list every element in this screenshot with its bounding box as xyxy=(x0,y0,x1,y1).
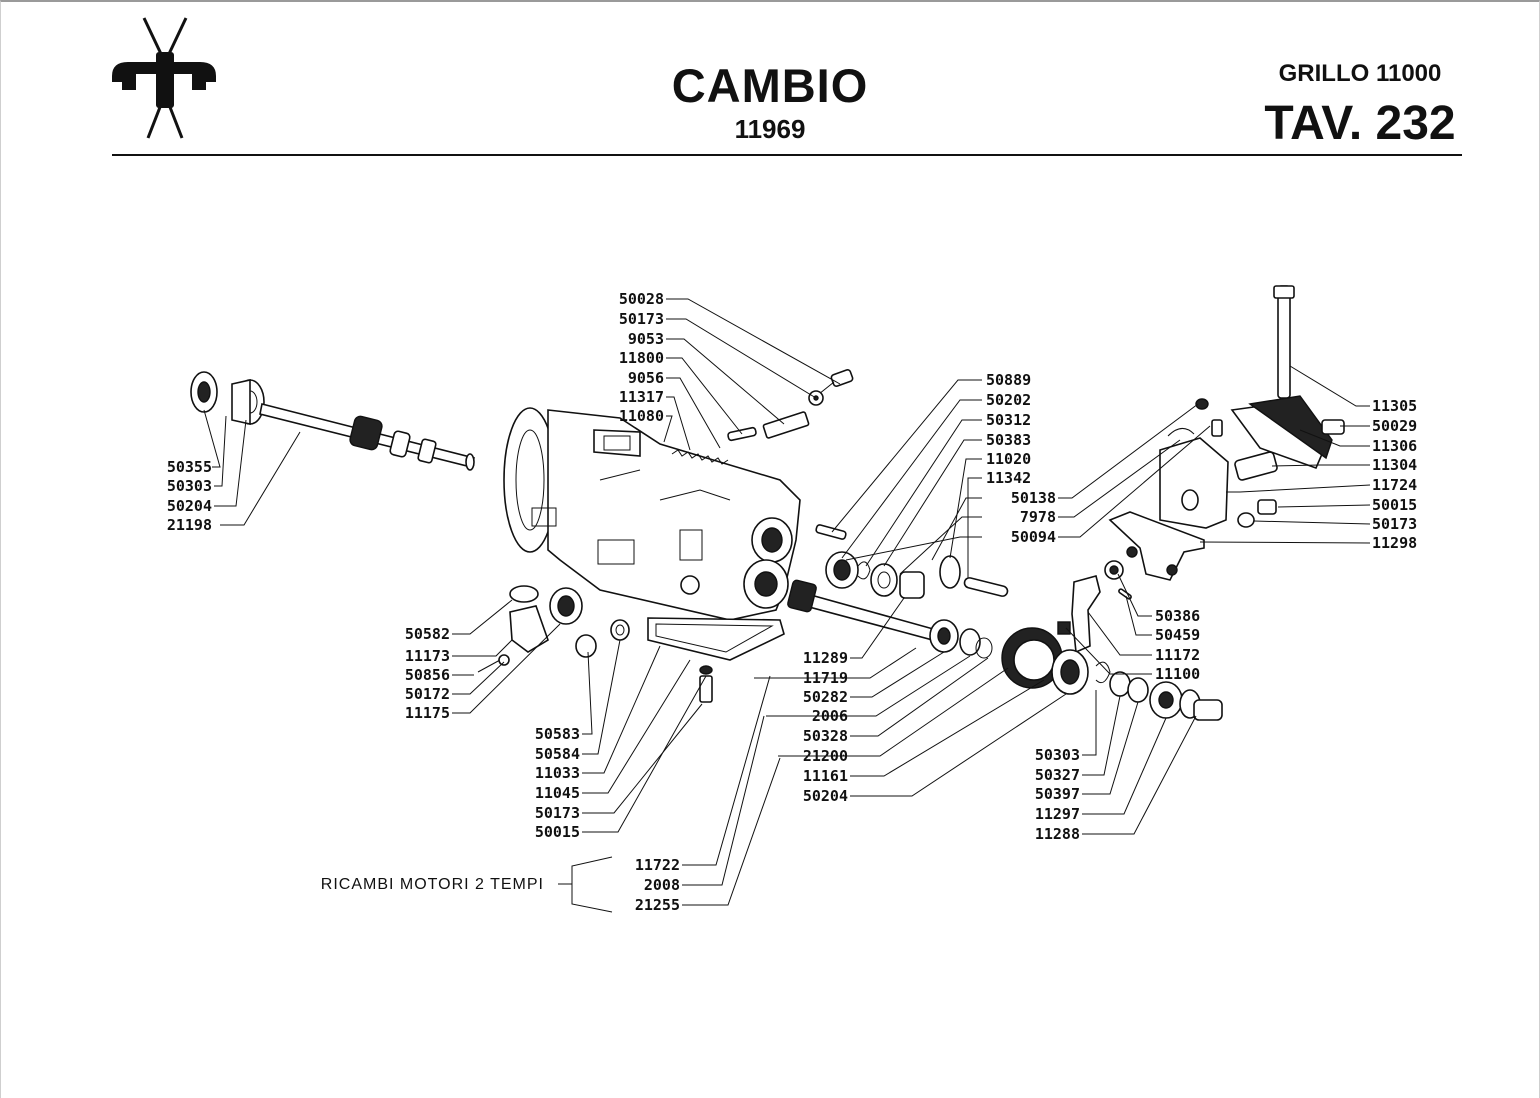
part-label: 50582 xyxy=(405,625,450,643)
part-label: 50303 xyxy=(167,477,212,495)
part-label: 2006 xyxy=(812,707,848,725)
part-label: 11288 xyxy=(1035,825,1080,843)
table-number: TAV. 232 xyxy=(1264,97,1456,150)
part-label: 9056 xyxy=(628,369,664,387)
part-label: 50094 xyxy=(1011,528,1056,546)
lower-left-parts xyxy=(477,585,785,703)
part-label: 50583 xyxy=(535,725,580,743)
part-label: 11317 xyxy=(619,388,664,406)
part-label: 50015 xyxy=(1372,496,1417,514)
part-label: 21198 xyxy=(167,516,212,534)
part-label: 11298 xyxy=(1372,534,1417,552)
part-label: 11297 xyxy=(1035,805,1080,823)
part-label: 11033 xyxy=(535,764,580,782)
part-label: 21255 xyxy=(635,896,680,914)
part-label: 50204 xyxy=(803,787,848,805)
part-label: 11304 xyxy=(1372,456,1417,474)
part-label: 50889 xyxy=(986,371,1031,389)
part-label: 50397 xyxy=(1035,785,1080,803)
part-label: 11045 xyxy=(535,784,580,802)
part-label: 50138 xyxy=(1011,489,1056,507)
cricket-logo-icon xyxy=(112,17,216,139)
output-gear-assembly xyxy=(1001,560,1223,721)
part-label: 11722 xyxy=(635,856,680,874)
part-label: 11080 xyxy=(619,407,664,425)
part-label: 50312 xyxy=(986,411,1031,429)
part-label: 11175 xyxy=(405,704,450,722)
part-label: 50204 xyxy=(167,497,212,515)
input-shaft-assembly xyxy=(190,371,476,471)
part-label: 50029 xyxy=(1372,417,1417,435)
part-label: 11800 xyxy=(619,349,664,367)
part-label: 11020 xyxy=(986,450,1031,468)
part-label: 11306 xyxy=(1372,437,1417,455)
part-label: 50172 xyxy=(405,685,450,703)
part-label: 50173 xyxy=(619,310,664,328)
part-label: 50327 xyxy=(1035,766,1080,784)
part-label: 2008 xyxy=(644,876,680,894)
spare-parts-note: RICAMBI MOTORI 2 TEMPI xyxy=(321,876,544,893)
header-rule xyxy=(112,154,1462,156)
selector-control-parts xyxy=(1108,285,1345,581)
part-label: 11719 xyxy=(803,669,848,687)
part-label: 50173 xyxy=(535,804,580,822)
part-label: 50202 xyxy=(986,391,1031,409)
part-label: 50459 xyxy=(1155,626,1200,644)
part-label: 11289 xyxy=(803,649,848,667)
part-label: 11100 xyxy=(1155,665,1200,683)
part-label: 50584 xyxy=(535,745,580,763)
model-name: GRILLO 11000 xyxy=(1278,60,1442,87)
part-label: 50303 xyxy=(1035,746,1080,764)
top-cover-parts xyxy=(671,368,854,465)
part-label: 11724 xyxy=(1372,476,1417,494)
part-label: 7978 xyxy=(1020,508,1056,526)
part-label: 11305 xyxy=(1372,397,1417,415)
part-label: 50383 xyxy=(986,431,1031,449)
gearbox-housing xyxy=(503,407,801,621)
part-label: 9053 xyxy=(628,330,664,348)
part-label: 11173 xyxy=(405,647,450,665)
part-label: 11172 xyxy=(1155,646,1200,664)
part-labels: 50028 50173 9053 11800 9056 11317 11080 … xyxy=(167,290,1417,914)
part-label: 50028 xyxy=(619,290,664,308)
countershaft-assembly xyxy=(787,524,1009,659)
part-label: 50015 xyxy=(535,823,580,841)
assembly-code: 11969 xyxy=(734,114,806,144)
part-label: 50282 xyxy=(803,688,848,706)
part-label: 50173 xyxy=(1372,515,1417,533)
part-label: 21200 xyxy=(803,747,848,765)
part-label: 50386 xyxy=(1155,607,1200,625)
part-label: 11342 xyxy=(986,469,1031,487)
part-label: 50355 xyxy=(167,458,212,476)
part-label: 50856 xyxy=(405,666,450,684)
page-title: CAMBIO xyxy=(671,59,869,112)
part-label: 50328 xyxy=(803,727,848,745)
leader-lines xyxy=(203,298,1371,913)
part-label: 11161 xyxy=(803,767,848,785)
